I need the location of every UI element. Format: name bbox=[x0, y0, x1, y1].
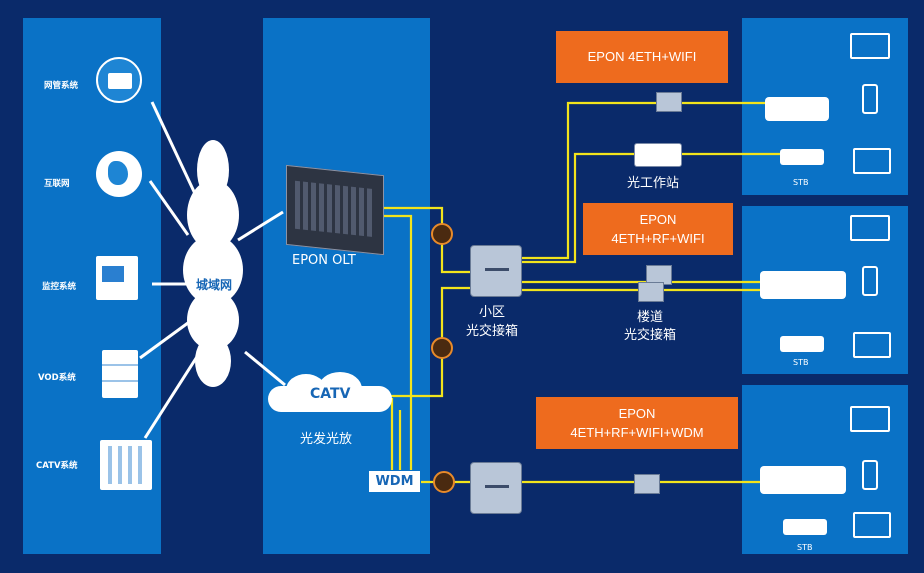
callout-epon-rf-wifi: EPON 4ETH+RF+WIFI bbox=[583, 203, 733, 255]
optical-tx-label: 光发光放 bbox=[300, 432, 353, 447]
system-links bbox=[139, 101, 286, 439]
laptop-icon bbox=[850, 406, 890, 432]
vod-server-icon bbox=[102, 350, 138, 398]
internet-globe-icon bbox=[96, 151, 142, 197]
wdm-box: WDM bbox=[368, 470, 421, 493]
system-label-vod: VOD系统 bbox=[38, 373, 76, 383]
onu-router-icon bbox=[760, 466, 846, 494]
laptop-icon bbox=[850, 33, 890, 59]
onu-router-icon bbox=[765, 97, 829, 121]
wdm-label: WDM bbox=[375, 474, 414, 489]
small-splitter-icon bbox=[656, 92, 682, 112]
small-splitter-icon bbox=[638, 282, 664, 302]
stb-device-icon bbox=[780, 336, 824, 352]
small-splitter-icon bbox=[634, 474, 660, 494]
splitter-box-bottom bbox=[470, 462, 522, 514]
center-head-end-panel bbox=[263, 18, 430, 554]
optical-workstation-device bbox=[634, 143, 682, 167]
community-box-label-1: 小区 bbox=[479, 305, 506, 320]
system-label-catv: CATV系统 bbox=[36, 461, 78, 471]
catv-label: CATV bbox=[310, 386, 351, 402]
stb-device-icon bbox=[783, 519, 827, 535]
stb-label-1: STB bbox=[793, 178, 809, 187]
network-management-icon bbox=[96, 57, 142, 103]
system-label-internet: 互联网 bbox=[44, 179, 70, 189]
tv-icon bbox=[853, 512, 891, 538]
floor-box-label-2: 光交接箱 bbox=[624, 328, 677, 343]
system-label-nms: 网管系统 bbox=[44, 81, 79, 91]
phone-icon bbox=[862, 266, 878, 296]
community-box-label-2: 光交接箱 bbox=[466, 324, 519, 339]
phone-icon bbox=[862, 84, 878, 114]
system-label-monitoring: 监控系统 bbox=[42, 282, 77, 292]
stb-device-icon bbox=[780, 149, 824, 165]
catv-cloud bbox=[268, 372, 392, 414]
callout-epon-4eth-wifi: EPON 4ETH+WIFI bbox=[556, 31, 728, 83]
epon-olt-device bbox=[286, 164, 384, 256]
epon-olt-label: EPON OLT bbox=[292, 253, 356, 268]
stb-label-3: STB bbox=[797, 543, 813, 552]
catv-rack-icon bbox=[100, 440, 152, 490]
city-network-label: 城域网 bbox=[196, 278, 233, 292]
tv-icon bbox=[853, 332, 891, 358]
community-splitter-box bbox=[470, 245, 522, 297]
monitoring-camera-icon bbox=[96, 256, 138, 300]
callout-epon-rf-wifi-wdm: EPON 4ETH+RF+WIFI+WDM bbox=[536, 397, 738, 449]
laptop-icon bbox=[850, 215, 890, 241]
phone-icon bbox=[862, 460, 878, 490]
stb-label-2: STB bbox=[793, 358, 809, 367]
optical-workstation-label: 光工作站 bbox=[627, 176, 680, 191]
onu-router-icon bbox=[760, 271, 846, 299]
floor-box-label-1: 楼道 bbox=[637, 310, 664, 325]
tv-icon bbox=[853, 148, 891, 174]
connector-icon bbox=[433, 471, 455, 493]
connector-icon bbox=[431, 337, 453, 359]
city-network-cloud bbox=[183, 140, 243, 388]
connector-icon bbox=[431, 223, 453, 245]
